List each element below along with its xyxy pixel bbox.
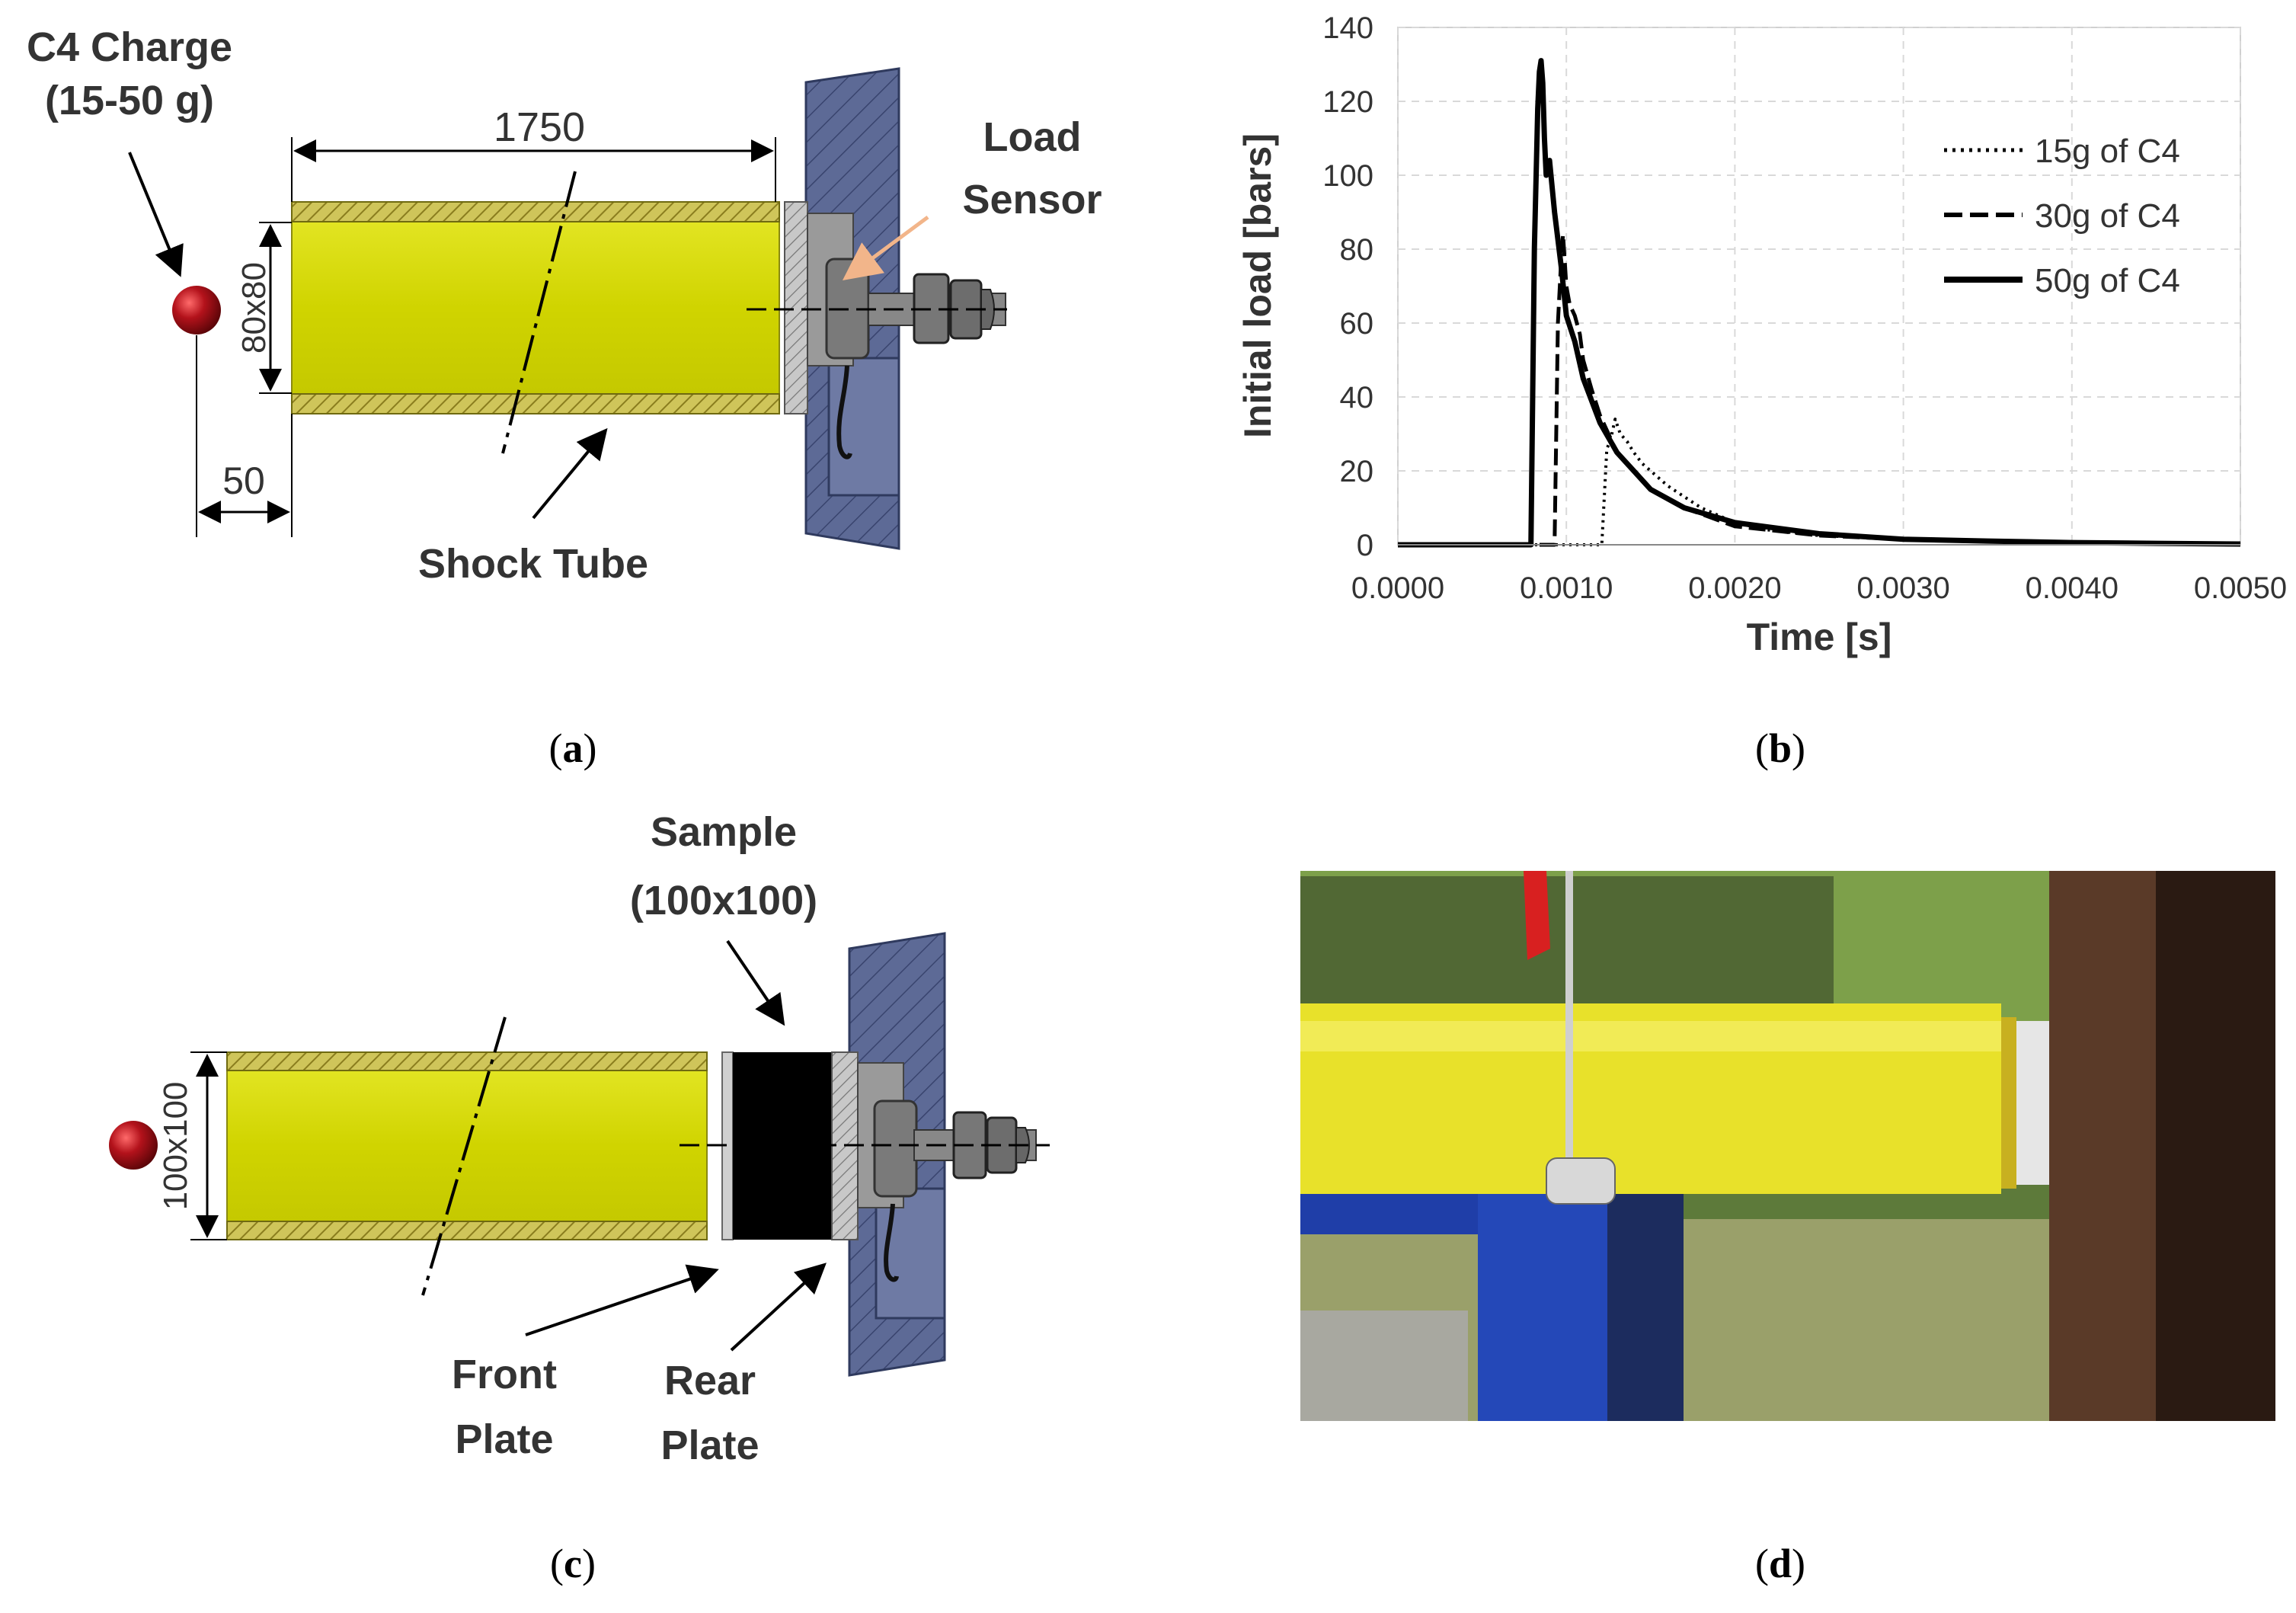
y-tick-label-2: 40 [1340,381,1374,414]
sensor-label-line1: Load [983,114,1082,160]
rear-plate-label-line1: Rear [664,1358,756,1403]
sensor-cable [836,365,852,459]
x-tick-label-5: 0.0050 [2194,571,2287,605]
photo-hanger-rod [1565,871,1573,1199]
shock-tube-c-bottom-wall [226,1221,708,1240]
photo-steel-wall [2049,871,2156,1421]
panel-a-diagram: C4 Charge (15-50 g) 1750 80x80 50 Load S… [27,24,1102,587]
legend-label-30g: 30g of C4 [2035,197,2180,235]
dim-100x100-label: 100x100 [157,1082,194,1211]
rear-plate-label-line2: Plate [660,1423,759,1468]
rear-plate-leader-line [730,1263,827,1352]
c4-charge [172,286,221,334]
captions: (a) (b) (c) (d) [549,725,1805,1586]
dim-1750-label: 1750 [494,104,585,150]
legend-label-50g: 50g of C4 [2035,262,2180,299]
dim-50-label: 50 [222,459,265,502]
photo-tube-end [2001,1017,2016,1189]
caption-c: (c) [550,1541,596,1586]
tube-break-line [501,171,577,454]
y-tick-label-5: 100 [1322,159,1373,193]
caption-b: (b) [1755,725,1805,771]
x-tick-label-3: 0.0030 [1856,571,1949,605]
tube-label: Shock Tube [418,541,648,587]
charge-label-line1: C4 Charge [27,24,232,70]
front-plate-label-line2: Plate [455,1416,553,1462]
shock-tube [291,201,780,414]
photo-hanger-clamp [1546,1157,1616,1205]
chart-legend: 15g of C4 30g of C4 50g of C4 [1944,133,2180,299]
sensor-cable-c [884,1203,899,1282]
dim-80x80-label: 80x80 [235,262,273,354]
tube-leader-line [532,427,608,520]
sample-label-line2: (100x100) [630,878,817,923]
y-tick-label-7: 140 [1322,11,1373,45]
y-tick-label-6: 120 [1322,85,1373,119]
photo-gravel [1300,1311,1468,1421]
shock-tube-c-top-wall [226,1051,708,1071]
front-plate-leader-line [525,1264,719,1336]
mount-plate [784,201,808,414]
charge-leader-line [128,152,184,277]
shock-tube-bottom-wall [291,393,780,414]
caption-a: (a) [549,725,597,771]
charge-label-line2: (15-50 g) [45,78,214,123]
x-tick-label-1: 0.0010 [1520,571,1613,605]
front-plate-label-line1: Front [452,1352,557,1397]
c4-charge-c [109,1121,158,1170]
x-axis-label: Time [s] [1747,616,1892,658]
y-tick-label-4: 80 [1340,233,1374,267]
caption-d: (d) [1755,1541,1805,1586]
sensor-label-line2: Sensor [962,177,1102,222]
panel-d-photo [1300,871,2275,1421]
sample-leader-line [726,939,785,1026]
load-sensor-c [873,1099,918,1198]
y-axis-label: Initial load [bars] [1236,133,1279,438]
photo-support-leg-dark [1607,1189,1684,1421]
photo-support-leg [1478,1189,1607,1421]
photo-red-hook [1524,871,1550,960]
sensor-leader-line [842,215,929,280]
sample-label-line1: Sample [651,809,797,855]
bolt-end [980,289,995,330]
photo-steel-wall-dark [2156,871,2275,1421]
x-tick-label-0: 0.0000 [1351,571,1444,605]
y-tick-label-0: 0 [1357,529,1373,562]
photo-tube-highlight [1300,1021,2001,1051]
shock-tube-top-wall [291,201,780,222]
chart-series [1398,58,2241,548]
tube-c-break-line [421,1016,507,1296]
x-tick-label-2: 0.0020 [1688,571,1781,605]
y-tick-label-3: 60 [1340,307,1374,341]
legend-label-15g: 15g of C4 [2035,133,2180,170]
panel-c-diagram: Sample (100x100) 100x100 Front Plate Rea… [109,809,1050,1468]
series-line-2 [1398,58,2241,548]
x-tick-label-4: 0.0040 [2026,571,2119,605]
chart-ticks: 0.0000 0.0010 0.0020 0.0030 0.0040 0.0050 0 20 4… [1322,11,2287,605]
y-tick-label-1: 20 [1340,455,1374,488]
panel-b-chart: 0.0000 0.0010 0.0020 0.0030 0.0040 0.0050 0 20 4… [1236,11,2287,658]
